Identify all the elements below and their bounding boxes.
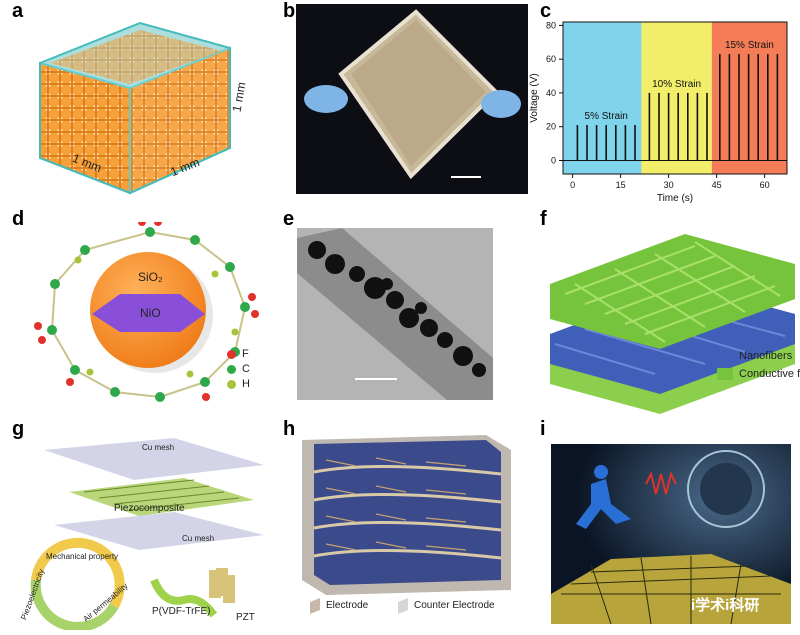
plot-frame bbox=[562, 21, 788, 175]
panel-e-tem-image bbox=[297, 228, 493, 400]
molecule-figure bbox=[34, 218, 259, 402]
panel-h-electrode-stack: Electrode Counter Electrode bbox=[296, 430, 536, 630]
panel-label-g: g bbox=[12, 418, 25, 440]
legend-conductive-fabric: Conductive fabric bbox=[739, 368, 800, 380]
panel-label-d: d bbox=[12, 208, 25, 230]
material-pvdf-trfe: P(VDF-TrFE) bbox=[152, 606, 211, 617]
hydrogen-swatch bbox=[227, 379, 236, 389]
strain-region-3 bbox=[711, 22, 787, 174]
watermark-text: i学术i科研 bbox=[691, 597, 760, 614]
legend-nanofibers: Nanofibers bbox=[739, 350, 793, 362]
xtick-label-60: 60 bbox=[760, 180, 770, 190]
panel-b-photo bbox=[296, 4, 528, 194]
strain-region-2 bbox=[641, 22, 712, 174]
panel-f-fabric-layers: Nanofibers Conductive fabric bbox=[545, 224, 800, 414]
panel-d-molecule: SiO₂ NiO F C H bbox=[30, 218, 270, 412]
nanofibers-swatch bbox=[717, 350, 733, 362]
panel-label-c: c bbox=[540, 0, 552, 22]
panel-g-piezocomposite: Cu mesh Piezocomposite Cu mesh Mechanica… bbox=[14, 430, 276, 632]
top-mesh-label: Cu mesh bbox=[142, 443, 175, 452]
inner-label: NiO bbox=[140, 306, 161, 320]
lattice-cube-figure bbox=[39, 21, 231, 195]
wearable-figure bbox=[551, 444, 791, 624]
panel-label-e: e bbox=[283, 208, 295, 230]
ytick-label-20: 20 bbox=[546, 122, 556, 132]
carbon-swatch bbox=[227, 364, 236, 374]
panel-label-i: i bbox=[540, 418, 546, 440]
element-legend: F C H bbox=[227, 348, 250, 390]
electrode-stack-figure bbox=[302, 435, 511, 614]
strain-label-1: 5% Strain bbox=[585, 111, 628, 122]
strain-label-2: 10% Strain bbox=[652, 79, 701, 90]
x-axis-label: Time (s) bbox=[657, 193, 693, 204]
xtick-label-15: 15 bbox=[616, 180, 626, 190]
xtick-label-0: 0 bbox=[570, 180, 575, 190]
panel-label-f: f bbox=[540, 208, 547, 230]
legend-c: C bbox=[242, 363, 250, 375]
voltage-chart: 5% Strain 10% Strain 15% Strain 0 20 40 60 80 0 1… bbox=[529, 20, 788, 204]
fabric-legend: Nanofibers Conductive fabric bbox=[717, 350, 800, 380]
fluorine-swatch bbox=[227, 349, 236, 359]
panel-label-a: a bbox=[12, 0, 24, 22]
xtick-label-45: 45 bbox=[712, 180, 722, 190]
legend-f: F bbox=[242, 348, 249, 360]
panel-label-b: b bbox=[283, 0, 296, 22]
counter-electrode-swatch bbox=[398, 598, 408, 614]
ytick-label-0: 0 bbox=[551, 155, 556, 165]
panel-i-wearable-illustration: i学术i科研 bbox=[551, 444, 791, 624]
film-photo bbox=[296, 4, 528, 194]
bottom-mesh-label: Cu mesh bbox=[182, 534, 215, 543]
piezocomposite-figure bbox=[30, 438, 264, 632]
strain-region-1 bbox=[563, 22, 642, 174]
piezocomposite-label: Piezocomposite bbox=[114, 503, 185, 514]
material-pzt: PZT bbox=[236, 612, 255, 623]
xtick-label-30: 30 bbox=[664, 180, 674, 190]
y-axis-label: Voltage (V) bbox=[529, 73, 540, 122]
legend-h: H bbox=[242, 378, 250, 390]
legend-counter-electrode: Counter Electrode bbox=[414, 600, 495, 611]
cycle-mechanical-property: Mechanical property bbox=[46, 552, 119, 561]
panel-label-h: h bbox=[283, 418, 296, 440]
strain-label-3: 15% Strain bbox=[725, 40, 774, 51]
ytick-label-80: 80 bbox=[546, 20, 556, 30]
tem-image bbox=[297, 228, 493, 400]
legend-electrode: Electrode bbox=[326, 600, 369, 611]
panel-a-lattice-cube: 1 mm 1 mm 1 mm bbox=[30, 18, 270, 208]
electrode-swatch bbox=[310, 598, 320, 614]
conductive-fabric-swatch bbox=[717, 368, 733, 380]
core-label: SiO₂ bbox=[138, 270, 163, 284]
panel-c-voltage-chart: 5% Strain 10% Strain 15% Strain 0 20 40 60 80 0 1… bbox=[525, 14, 795, 206]
fabric-figure bbox=[550, 234, 795, 414]
ytick-label-40: 40 bbox=[546, 88, 556, 98]
ytick-label-60: 60 bbox=[546, 54, 556, 64]
